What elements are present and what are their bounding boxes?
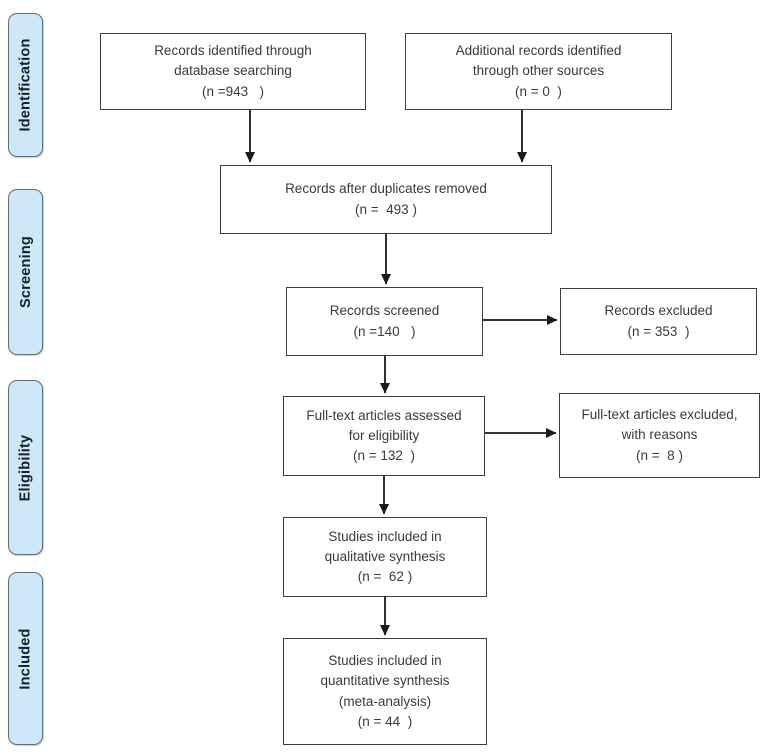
stage-label-eligibility: Eligibility [8, 380, 43, 555]
stage-label-included: Included [8, 572, 43, 745]
box-additional-records: Additional records identified through ot… [405, 33, 672, 110]
stage-label-included-text: Included [17, 627, 34, 690]
box-fulltext-assessed: Full-text articles assessed for eligibil… [283, 396, 485, 476]
stage-label-identification: Identification [8, 13, 43, 157]
box-records-screened: Records screened (n =140 ) [286, 287, 483, 356]
stage-label-eligibility-text: Eligibility [17, 434, 34, 501]
stage-label-identification-text: Identification [17, 38, 34, 132]
box-fulltext-excluded: Full-text articles excluded, with reason… [559, 393, 760, 478]
box-qualitative-synthesis: Studies included in qualitative synthesi… [283, 517, 487, 597]
box-quantitative-synthesis: Studies included in quantitative synthes… [283, 638, 487, 745]
box-duplicates-removed: Records after duplicates removed (n = 49… [220, 165, 552, 234]
box-records-excluded: Records excluded (n = 353 ) [560, 288, 757, 355]
box-records-identified: Records identified through database sear… [100, 33, 366, 110]
stage-label-screening: Screening [8, 189, 43, 355]
stage-label-screening-text: Screening [17, 236, 34, 308]
